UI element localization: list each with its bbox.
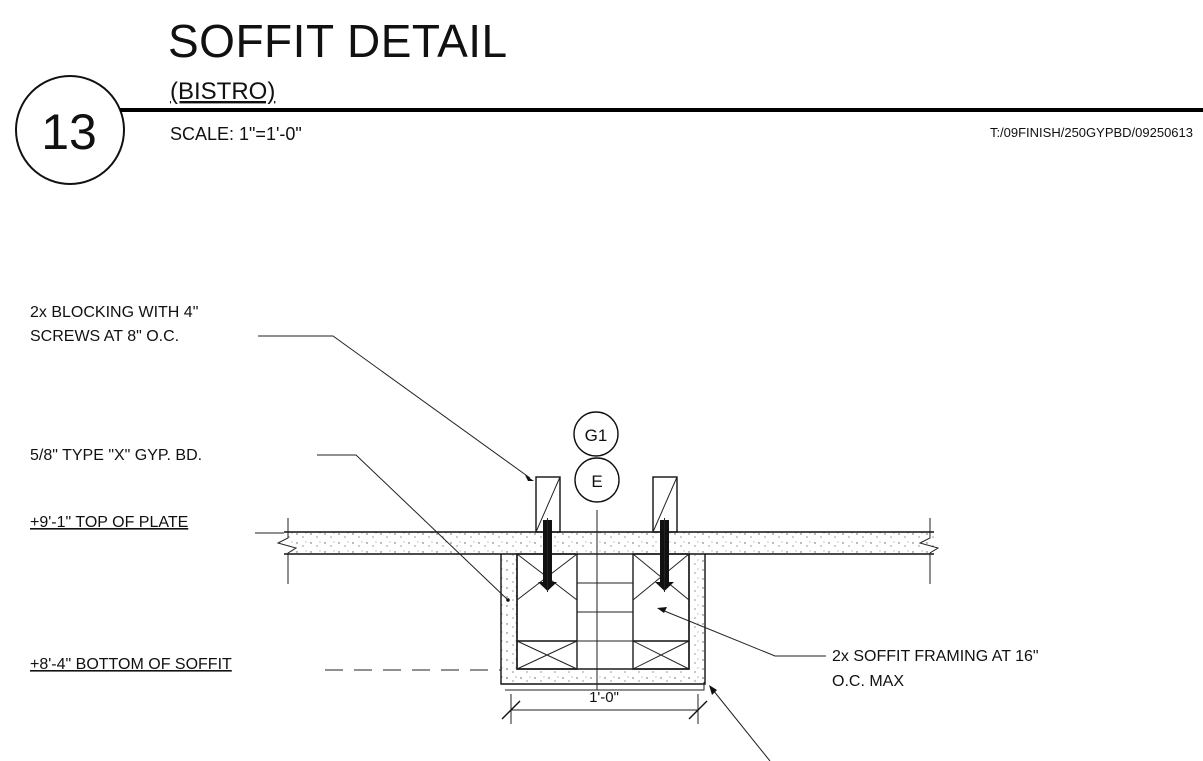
detail-number-circle [15, 75, 125, 185]
svg-text:E: E [591, 472, 602, 491]
reference-bubble-g1: G1 [573, 411, 619, 457]
title-block: 13 SOFFIT DETAIL (BISTRO) SCALE: 1"=1'-0… [15, 15, 1203, 185]
bottom-plate-left [516, 640, 578, 670]
width-dimension: 1'-0" [501, 689, 708, 724]
note-soffit-framing: 2x SOFFIT FRAMING AT 16" O.C. MAX [657, 607, 1039, 690]
file-reference: T:/09FINISH/250GYPBD/09250613 [990, 125, 1193, 140]
width-dimension-label: 1'-0" [589, 689, 619, 706]
leader-corner-bead [709, 685, 771, 761]
reference-bubble-e: E [574, 457, 620, 503]
soffit-box [500, 553, 706, 691]
detail-subtitle: (BISTRO) [170, 78, 275, 105]
elevation-top-of-plate: +9'-1" TOP OF PLATE [30, 514, 284, 534]
svg-text:5/8" TYPE "X" GYP. BD.: 5/8" TYPE "X" GYP. BD. [30, 447, 202, 464]
svg-text:G1: G1 [585, 426, 608, 445]
svg-text:SCREWS AT 8" O.C.: SCREWS AT 8" O.C. [30, 328, 179, 345]
elevation-bottom-of-soffit: +8'-4" BOTTOM OF SOFFIT [30, 656, 501, 673]
screw-right [655, 518, 674, 592]
svg-text:2x SOFFIT FRAMING AT 16": 2x SOFFIT FRAMING AT 16" [832, 648, 1039, 665]
screw-left [538, 518, 557, 592]
right-break-line [918, 518, 940, 584]
top-plate-slab [276, 518, 940, 584]
left-break-line [276, 518, 298, 584]
note-blocking: 2x BLOCKING WITH 4" SCREWS AT 8" O.C. [30, 304, 534, 481]
svg-text:2x BLOCKING WITH 4": 2x BLOCKING WITH 4" [30, 304, 198, 321]
detail-number: 13 [41, 104, 97, 160]
svg-text:+8'-4" BOTTOM OF SOFFIT: +8'-4" BOTTOM OF SOFFIT [30, 656, 232, 673]
bottom-plate-right [632, 640, 690, 670]
svg-text:+9'-1" TOP OF PLATE: +9'-1" TOP OF PLATE [30, 514, 188, 531]
drawing-scale: SCALE: 1"=1'-0" [170, 124, 302, 144]
detail-title: SOFFIT DETAIL [168, 15, 508, 67]
note-gyp-board: 5/8" TYPE "X" GYP. BD. [30, 447, 510, 602]
svg-text:O.C. MAX: O.C. MAX [832, 673, 904, 690]
